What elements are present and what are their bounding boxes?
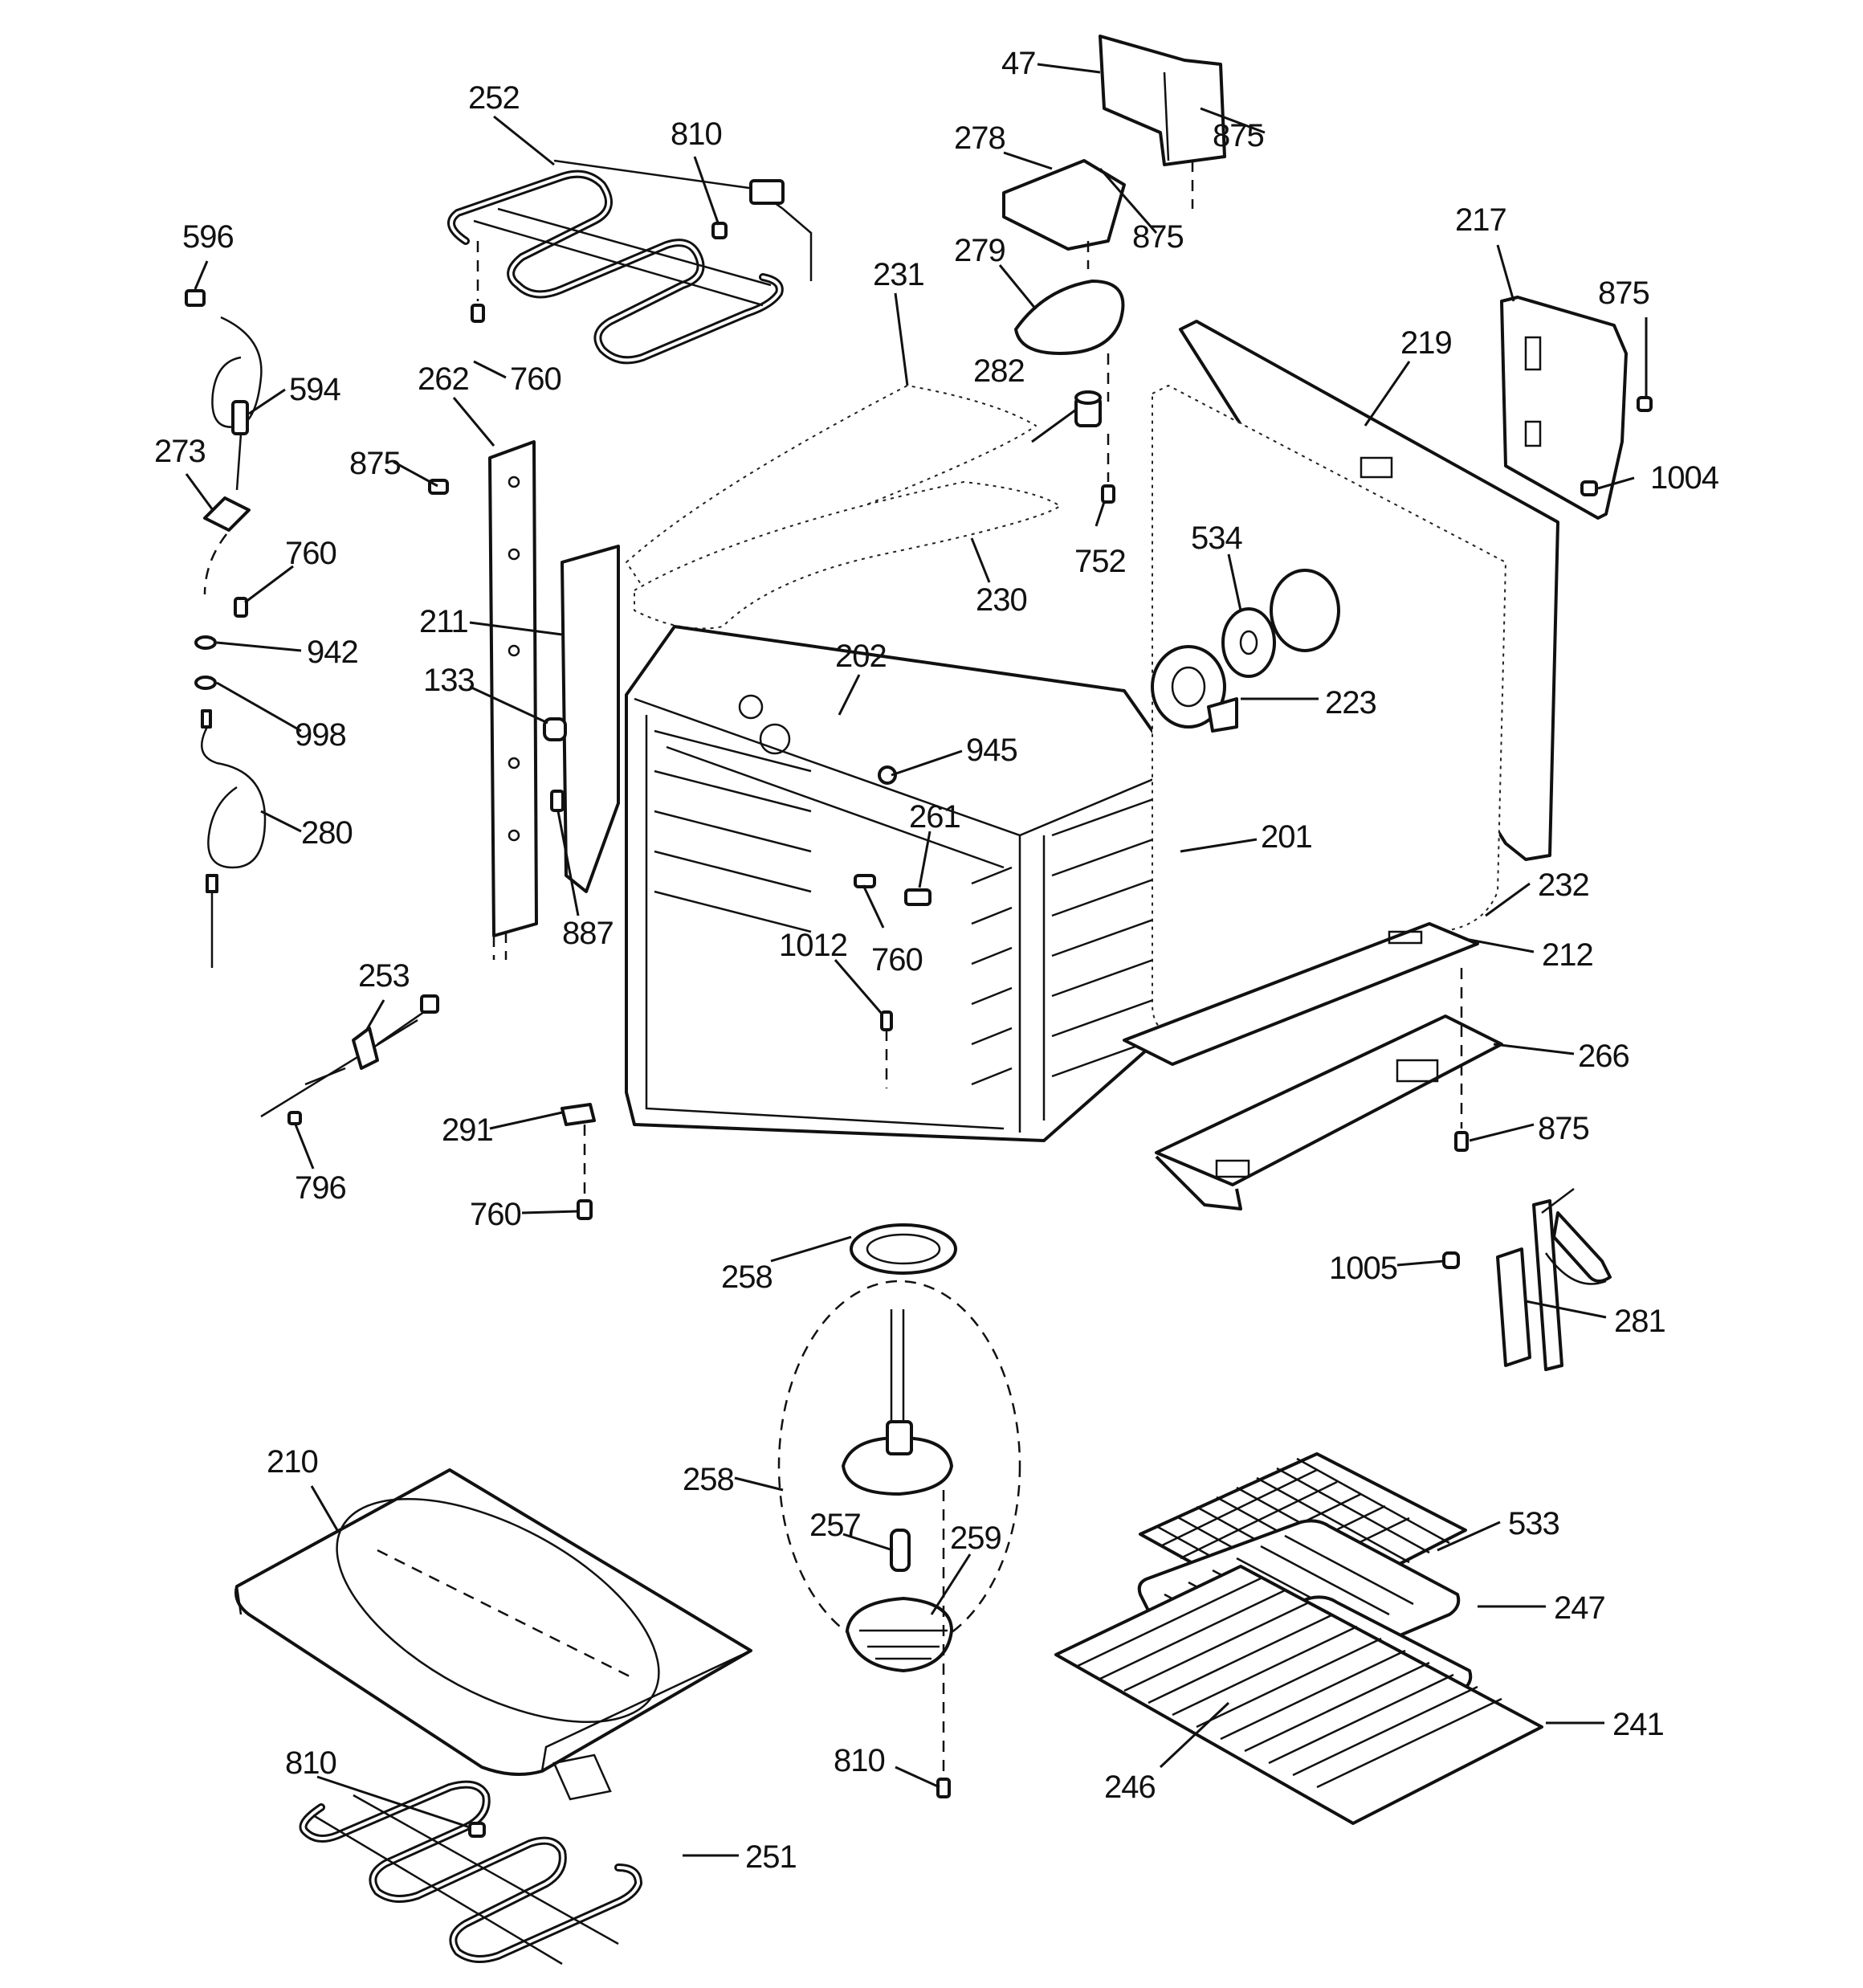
label-257: 257 [809,1508,861,1543]
part-596-594-sensor [185,289,263,491]
label-230: 230 [976,582,1027,618]
label-1012: 1012 [779,928,847,963]
part-258-gasket [850,1223,957,1275]
label-278: 278 [954,120,1005,156]
rack-guides-right [971,794,1165,1086]
label-202: 202 [835,639,887,674]
label-875: 875 [1213,118,1264,153]
part-262-strip [428,440,538,960]
label-252: 252 [468,80,520,116]
label-998: 998 [295,717,346,753]
part-266-bottom-plate [1155,968,1503,1210]
label-47: 47 [1001,46,1036,81]
label-760: 760 [285,536,336,571]
label-596: 596 [182,219,234,255]
leader-lines [185,63,1648,1857]
part-534-fan-plate [1221,607,1276,678]
label-810: 810 [285,1745,336,1781]
label-875: 875 [349,446,401,481]
label-217: 217 [1455,202,1506,238]
label-210: 210 [267,1444,318,1480]
part-278-cover [1002,159,1126,269]
label-534: 534 [1191,520,1242,556]
label-262: 262 [418,361,469,397]
part-230-top-panel-lower [634,481,1061,630]
label-219: 219 [1400,325,1452,361]
label-232: 232 [1538,867,1589,903]
part-291-clip [561,1103,596,1220]
label-211: 211 [419,604,468,639]
part-942-washer [194,635,217,650]
part-998-washer [194,676,217,690]
label-875: 875 [1132,219,1184,255]
label-810: 810 [834,1743,885,1778]
label-247: 247 [1554,1590,1605,1626]
part-281-hinge [1442,1188,1612,1371]
part-752-screw [1101,434,1115,504]
label-887: 887 [562,916,614,951]
label-259: 259 [950,1521,1001,1556]
label-281: 281 [1614,1304,1665,1339]
part-212-bottom-plate [1123,922,1479,1066]
label-796: 796 [295,1170,346,1206]
part-280-probe [201,709,267,968]
part-258-light-assembly [777,1280,1021,1798]
label-258: 258 [683,1462,734,1497]
part-labels: 47 875 278 875 252 810 596 594 279 231 2… [154,46,1720,1875]
part-201-oven-cavity [625,625,1182,1142]
label-266: 266 [1578,1039,1629,1074]
part-217-bracket [1500,296,1653,520]
label-752: 752 [1074,544,1126,579]
part-760-screw-left [234,597,248,618]
label-875: 875 [1538,1111,1589,1146]
label-1004: 1004 [1650,460,1719,496]
part-223-fan-blower [1151,569,1340,733]
part-251-element [299,1753,642,1966]
label-253: 253 [358,958,410,994]
label-241: 241 [1612,1707,1664,1742]
label-945: 945 [966,733,1017,768]
part-273-grommet [203,496,251,595]
part-253-thermostat [260,994,439,1125]
label-273: 273 [154,434,206,469]
part-282-nut [1074,390,1102,427]
label-133: 133 [423,663,475,698]
part-210-panel [234,1468,752,1776]
part-241-rack [1054,1565,1543,1825]
label-212: 212 [1542,937,1593,973]
label-533: 533 [1508,1506,1559,1541]
label-201: 201 [1261,819,1312,855]
label-875: 875 [1598,276,1649,311]
label-1005: 1005 [1329,1251,1397,1286]
label-261: 261 [909,799,960,835]
part-211-side-panel [543,545,620,893]
label-291: 291 [442,1112,493,1148]
rack-guides-left [654,729,812,933]
label-251: 251 [745,1839,797,1875]
label-223: 223 [1325,685,1376,720]
part-219-back-panel [1152,320,1559,1037]
label-810: 810 [671,116,722,152]
label-942: 942 [307,635,358,670]
part-252-element [447,159,813,365]
label-279: 279 [954,233,1005,268]
label-246: 246 [1104,1770,1156,1805]
label-280: 280 [301,815,353,851]
label-282: 282 [973,353,1025,389]
part-47-bracket [1099,35,1226,209]
label-594: 594 [289,372,340,407]
label-760: 760 [871,942,923,978]
label-258: 258 [721,1259,773,1295]
label-760: 760 [470,1197,521,1232]
label-760: 760 [510,361,561,397]
label-231: 231 [873,257,924,292]
part-279-fan-cover [1014,280,1125,402]
